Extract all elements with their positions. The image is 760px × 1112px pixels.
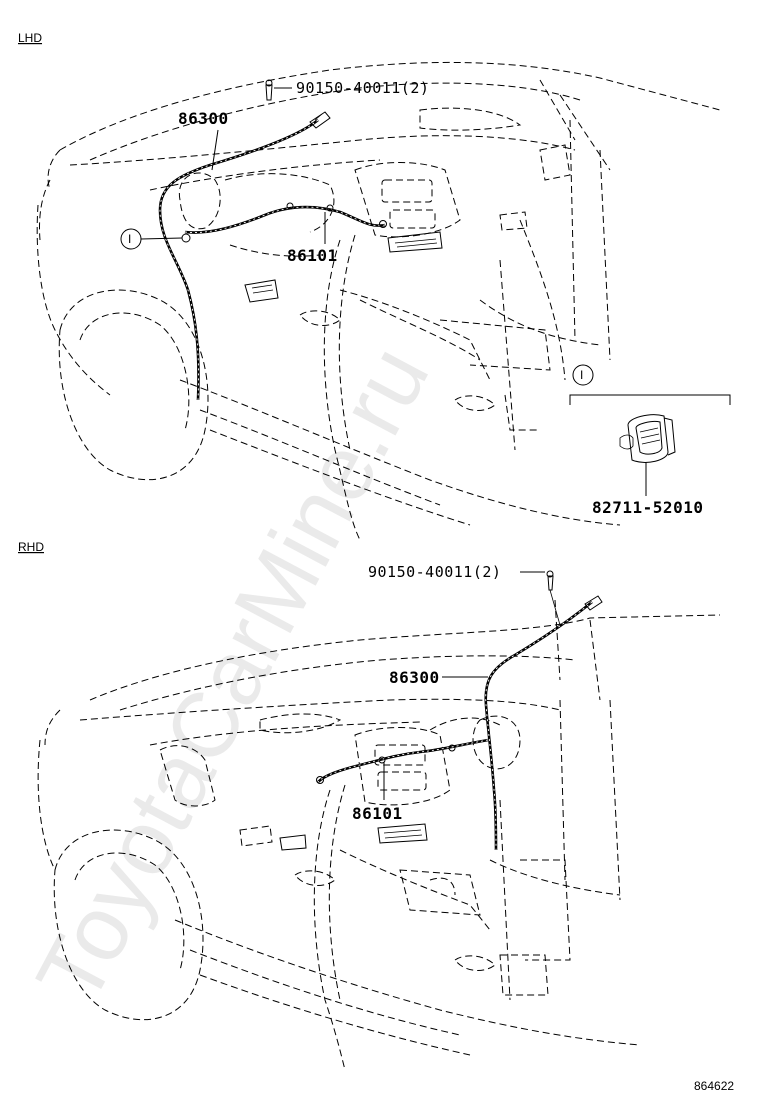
callout-marker-lhd-label: I (128, 232, 131, 246)
section-label-rhd: RHD (18, 540, 44, 554)
figure-id: 864622 (694, 1079, 734, 1093)
part-number-cable-rhd: 86101 (352, 804, 403, 823)
part-number-harness-lhd: 86300 (178, 109, 229, 128)
rhd-antenna-harness (316, 570, 603, 851)
part-number-clip-rhd: 90150-40011(2) (368, 563, 501, 581)
watermark: ToyotaCarMine.ru (18, 330, 449, 1019)
section-label-lhd: LHD (18, 31, 42, 45)
lhd-vehicle-outline (36, 61, 721, 541)
connector-icon (619, 414, 676, 463)
callout-marker-detail-label: I (580, 368, 583, 382)
rhd-vehicle-outline (37, 599, 721, 1071)
part-number-connector: 82711-52010 (592, 498, 703, 517)
callout-marker-detail (572, 364, 594, 386)
part-number-cable-lhd: 86101 (287, 246, 338, 265)
connector-detail: I 82711-52010 (569, 364, 731, 517)
part-number-clip-lhd: 90150-40011(2) (296, 79, 429, 97)
part-number-harness-rhd: 86300 (389, 668, 440, 687)
